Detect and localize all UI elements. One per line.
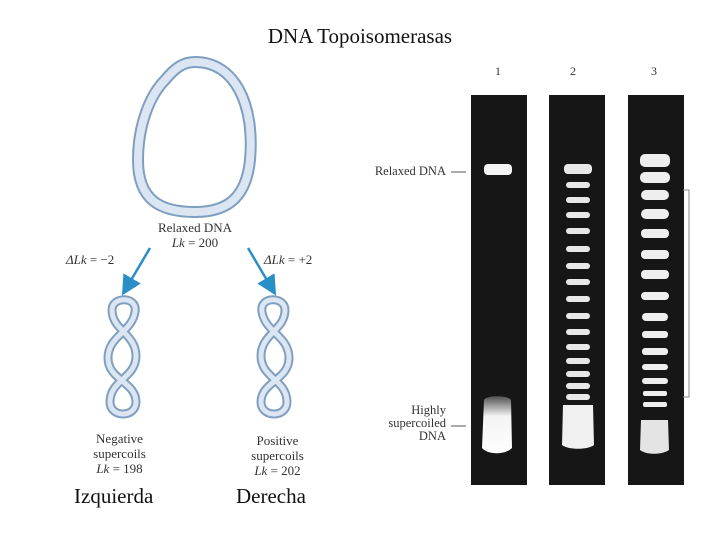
lane-number-2: 2 xyxy=(570,64,576,78)
gel-supercoiled-label: Highly supercoiled DNA xyxy=(388,403,446,443)
delta-lk-positive: ΔLk = +2 xyxy=(264,252,313,267)
negative-supercoils-label: Negative supercoils Lk = 198 xyxy=(93,431,146,476)
lane3-ladder xyxy=(640,154,670,454)
positive-supercoil xyxy=(256,295,294,419)
lane2-ladder xyxy=(562,164,594,449)
lane-number-1: 1 xyxy=(495,64,501,78)
lane1-relaxed-band xyxy=(484,164,512,175)
negative-supercoil xyxy=(103,295,141,419)
relaxed-dna-circle xyxy=(131,55,257,219)
delta-lk-negative: ΔLk = −2 xyxy=(66,252,115,267)
arrow-positive xyxy=(246,247,277,296)
label-izquierda: Izquierda xyxy=(74,484,154,508)
lane1-supercoiled-band xyxy=(482,396,512,454)
gel-relaxed-label: Relaxed DNA xyxy=(374,164,446,178)
lane-number-3: 3 xyxy=(651,64,657,78)
page-title: DNA Topoisomerasas xyxy=(267,24,453,48)
arrow-negative xyxy=(121,247,152,296)
positive-supercoils-label: Positive supercoils Lk = 202 xyxy=(251,433,304,478)
label-derecha: Derecha xyxy=(236,484,306,508)
relaxed-dna-label: Relaxed DNA Lk = 200 xyxy=(157,220,232,250)
topoisomer-bracket xyxy=(683,189,690,398)
